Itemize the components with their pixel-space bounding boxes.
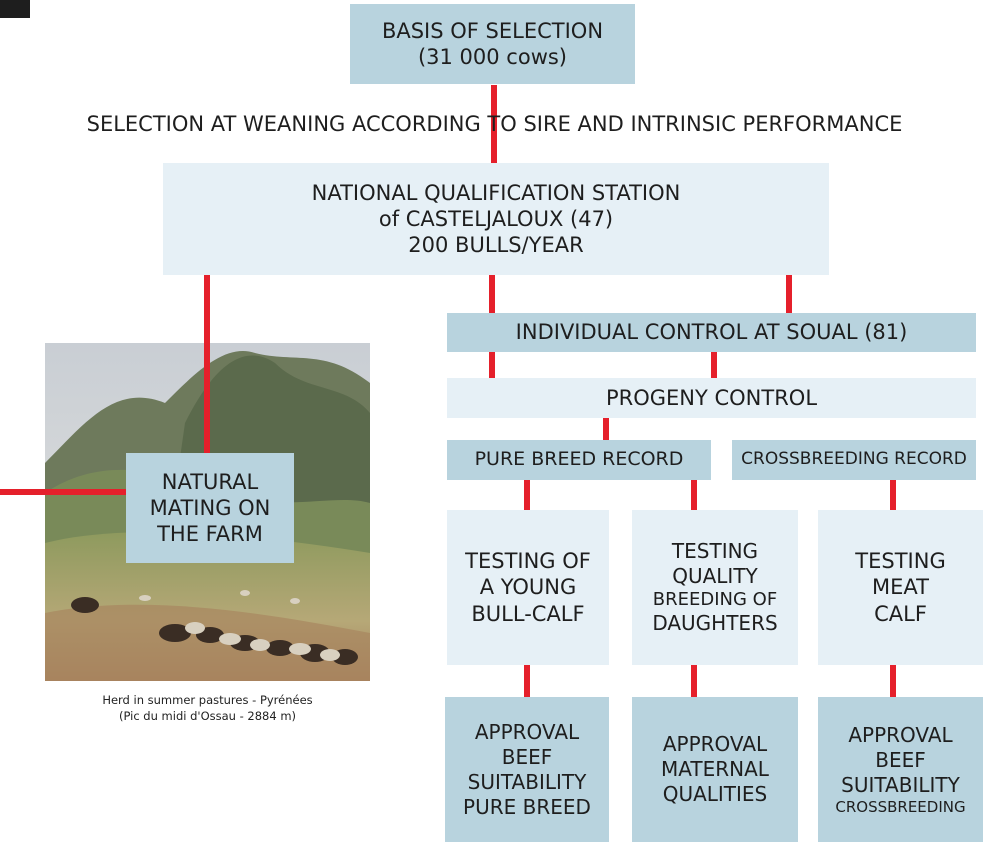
approval-3-line-1: APPROVAL: [848, 722, 953, 747]
connector-mating-left: [0, 489, 126, 495]
connector-station-right: [786, 275, 792, 313]
connector-to-mating: [204, 275, 210, 453]
connector-testing2-approval2: [691, 665, 697, 697]
approval-maternal-qualities-box: APPROVAL MATERNAL QUALITIES: [632, 697, 798, 842]
approval-1-line-3: SUITABILITY: [467, 769, 587, 794]
caption-line-2: (Pic du midi d'Ossau - 2884 m): [118, 708, 297, 723]
testing-3-line-3: CALF: [874, 601, 927, 626]
approval-2-line-2: MATERNAL: [661, 757, 769, 781]
individual-control-box: INDIVIDUAL CONTROL AT SOUAL (81): [447, 313, 976, 352]
progeny-control-label: PROGENY CONTROL: [605, 385, 818, 410]
natural-mating-line-1: NATURAL: [161, 469, 259, 494]
caption-line-1: Herd in summer pastures - Pyrénées: [102, 693, 313, 707]
approval-3-line-3: SUITABILITY: [841, 772, 960, 797]
testing-3-line-1: TESTING: [855, 549, 946, 574]
basis-line-1: BASIS OF SELECTION: [381, 18, 604, 43]
testing-meat-calf-box: TESTING MEAT CALF: [818, 510, 983, 665]
approval-1-line-1: APPROVAL: [474, 719, 580, 744]
crossbreeding-record-box: CROSSBREEDING RECORD: [732, 440, 976, 480]
natural-mating-box: NATURAL MATING ON THE FARM: [126, 453, 294, 563]
approval-2-line-1: APPROVAL: [662, 732, 768, 756]
connector-testing1-approval1: [524, 665, 530, 697]
testing-2-line-1: TESTING: [671, 538, 759, 563]
approval-1-line-4: PURE BREED: [463, 794, 591, 819]
individual-control-label: INDIVIDUAL CONTROL AT SOUAL (81): [515, 320, 908, 345]
connector-testing3-approval3: [890, 665, 896, 697]
connector-top: [491, 85, 497, 163]
approval-1-line-2: BEEF: [501, 744, 553, 769]
photo-caption: Herd in summer pastures - Pyrénées (Pic …: [45, 693, 370, 724]
connector-pure-testing2: [691, 480, 697, 510]
basis-line-2: (31 000 cows): [417, 45, 568, 69]
testing-1-line-1: TESTING OF: [465, 549, 591, 574]
national-qualification-station-box: NATIONAL QUALIFICATION STATION of CASTEL…: [163, 163, 829, 275]
connector-cross-testing3: [890, 480, 896, 510]
connector-progeny-pure: [603, 418, 609, 440]
progeny-control-box: PROGENY CONTROL: [447, 378, 976, 418]
testing-2-line-2: QUALITY: [672, 563, 758, 588]
pure-breed-record-box: PURE BREED RECORD: [447, 440, 711, 480]
basis-of-selection-box: BASIS OF SELECTION (31 000 cows): [350, 4, 635, 84]
station-line-3: 200 BULLS/YEAR: [408, 233, 584, 258]
approval-3-line-4: CROSSBREEDING: [835, 797, 966, 816]
testing-1-line-3: BULL-CALF: [471, 601, 585, 626]
approval-beef-pure-breed-box: APPROVAL BEEF SUITABILITY PURE BREED: [445, 697, 609, 842]
natural-mating-line-2: MATING ON: [149, 495, 271, 520]
approval-2-line-3: QUALITIES: [662, 782, 768, 806]
testing-2-line-4: DAUGHTERS: [652, 611, 778, 636]
testing-young-bull-calf-box: TESTING OF A YOUNG BULL-CALF: [447, 510, 609, 665]
approval-beef-crossbreeding-box: APPROVAL BEEF SUITABILITY CROSSBREEDING: [818, 697, 983, 842]
selection-at-weaning-label: SELECTION AT WEANING ACCORDING TO SIRE A…: [86, 112, 903, 136]
pure-breed-record-label: PURE BREED RECORD: [474, 448, 684, 471]
connector-individual-progeny: [711, 352, 717, 378]
station-line-2: of CASTELJALOUX (47): [378, 206, 614, 231]
natural-mating-line-3: THE FARM: [157, 522, 263, 547]
testing-3-line-2: MEAT: [872, 575, 929, 600]
connector-pure-testing1: [524, 480, 530, 510]
testing-breeding-daughters-box: TESTING QUALITY BREEDING OF DAUGHTERS: [632, 510, 798, 665]
crossbreeding-record-label: CROSSBREEDING RECORD: [741, 449, 967, 470]
testing-2-line-3: BREEDING OF: [652, 588, 778, 610]
station-line-1: NATIONAL QUALIFICATION STATION: [311, 180, 681, 205]
testing-1-line-2: A YOUNG: [479, 575, 577, 600]
cropped-title-fragment: [0, 0, 30, 18]
approval-3-line-2: BEEF: [875, 747, 926, 772]
